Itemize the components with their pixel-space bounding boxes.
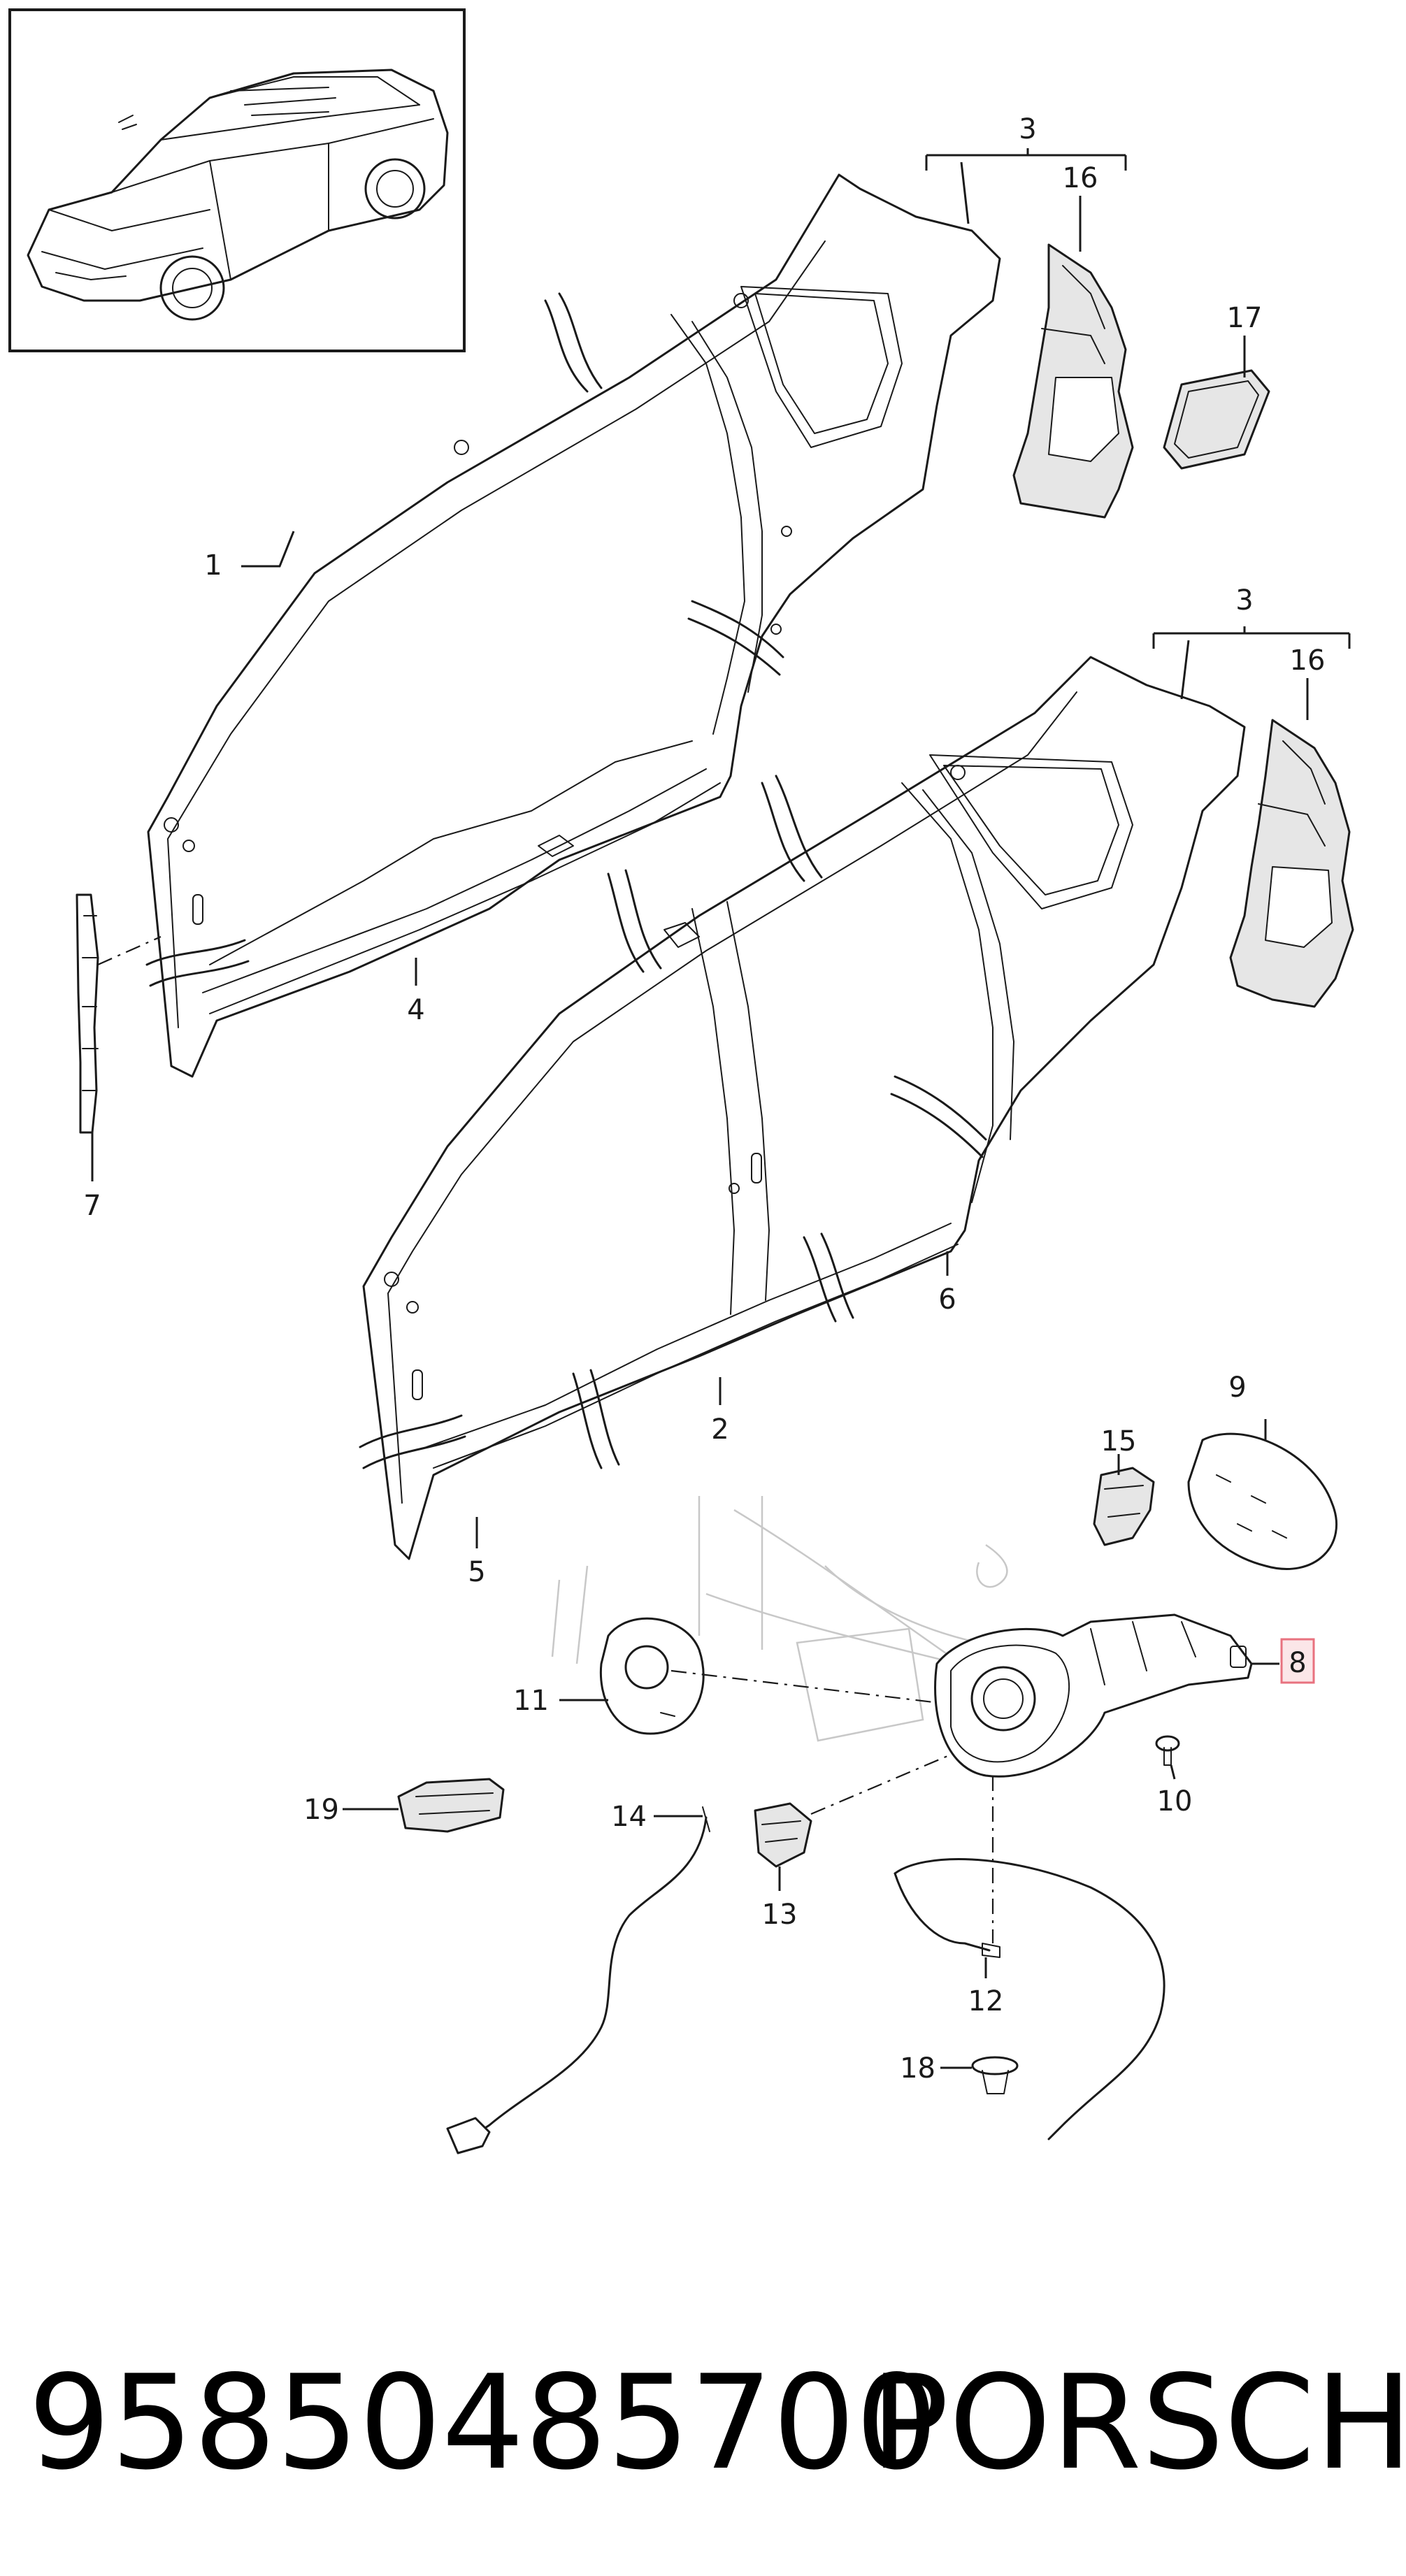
vehicle-overview-inset [8,8,466,352]
callout-7: 7 [83,1190,101,1222]
callout-18: 18 [900,2052,935,2085]
latch-part-13 [754,1802,812,1868]
callout-10: 10 [1157,1785,1193,1818]
callout-4: 4 [407,994,424,1026]
bracket-part-16-upper [1012,243,1134,519]
bracket-part-16-lower [1229,719,1354,1008]
callout-6: 6 [938,1283,956,1316]
callout-14: 14 [611,1801,647,1833]
callout-8-highlight [1280,1638,1315,1684]
bolt-part-10 [1155,1735,1180,1766]
side-panel-upper [145,173,1001,1078]
callout-16-upper: 16 [1063,162,1098,194]
grommet-part-18 [971,2056,1019,2094]
callout-11: 11 [513,1685,549,1717]
leader-lines [91,148,1351,2069]
cap-part-11 [599,1617,705,1735]
strip-part-7 [76,893,162,1134]
bracket-part-19 [397,1778,505,1833]
callout-5: 5 [468,1556,485,1588]
fuel-filler-housing-part-8 [934,1613,1253,1778]
callout-1: 1 [204,549,222,582]
side-panel-lower [359,656,1246,1560]
actuator-part-15 [1093,1467,1155,1546]
release-cable-part-14 [446,1806,710,2154]
assembly-line-cap [670,1669,934,1704]
callout-labels: 3 16 17 1 4 7 3 16 6 2 5 9 15 8 11 10 19… [83,113,1325,2085]
callout-17: 17 [1227,302,1263,334]
callout-2: 2 [711,1413,729,1446]
cable-part-12 [894,1858,1165,2140]
part-number: 95850485700 [28,2347,938,2498]
callout-13: 13 [762,1899,798,1931]
callout-3-upper: 3 [1019,113,1036,145]
seal-part-17 [1163,369,1270,470]
callout-9: 9 [1228,1372,1246,1404]
brand-name: PORSCHE [870,2347,1406,2498]
callout-3-lower: 3 [1235,584,1253,617]
assembly-line-latch [810,1753,952,1815]
ghost-rear-body [551,1496,1063,1742]
callout-8: 8 [1289,1647,1306,1679]
callout-19: 19 [303,1794,339,1826]
callout-12: 12 [968,1985,1004,2017]
callout-16-lower: 16 [1290,645,1326,677]
suv-overview-icon [27,69,449,321]
callout-15: 15 [1101,1425,1137,1458]
cover-part-9 [1187,1432,1337,1570]
